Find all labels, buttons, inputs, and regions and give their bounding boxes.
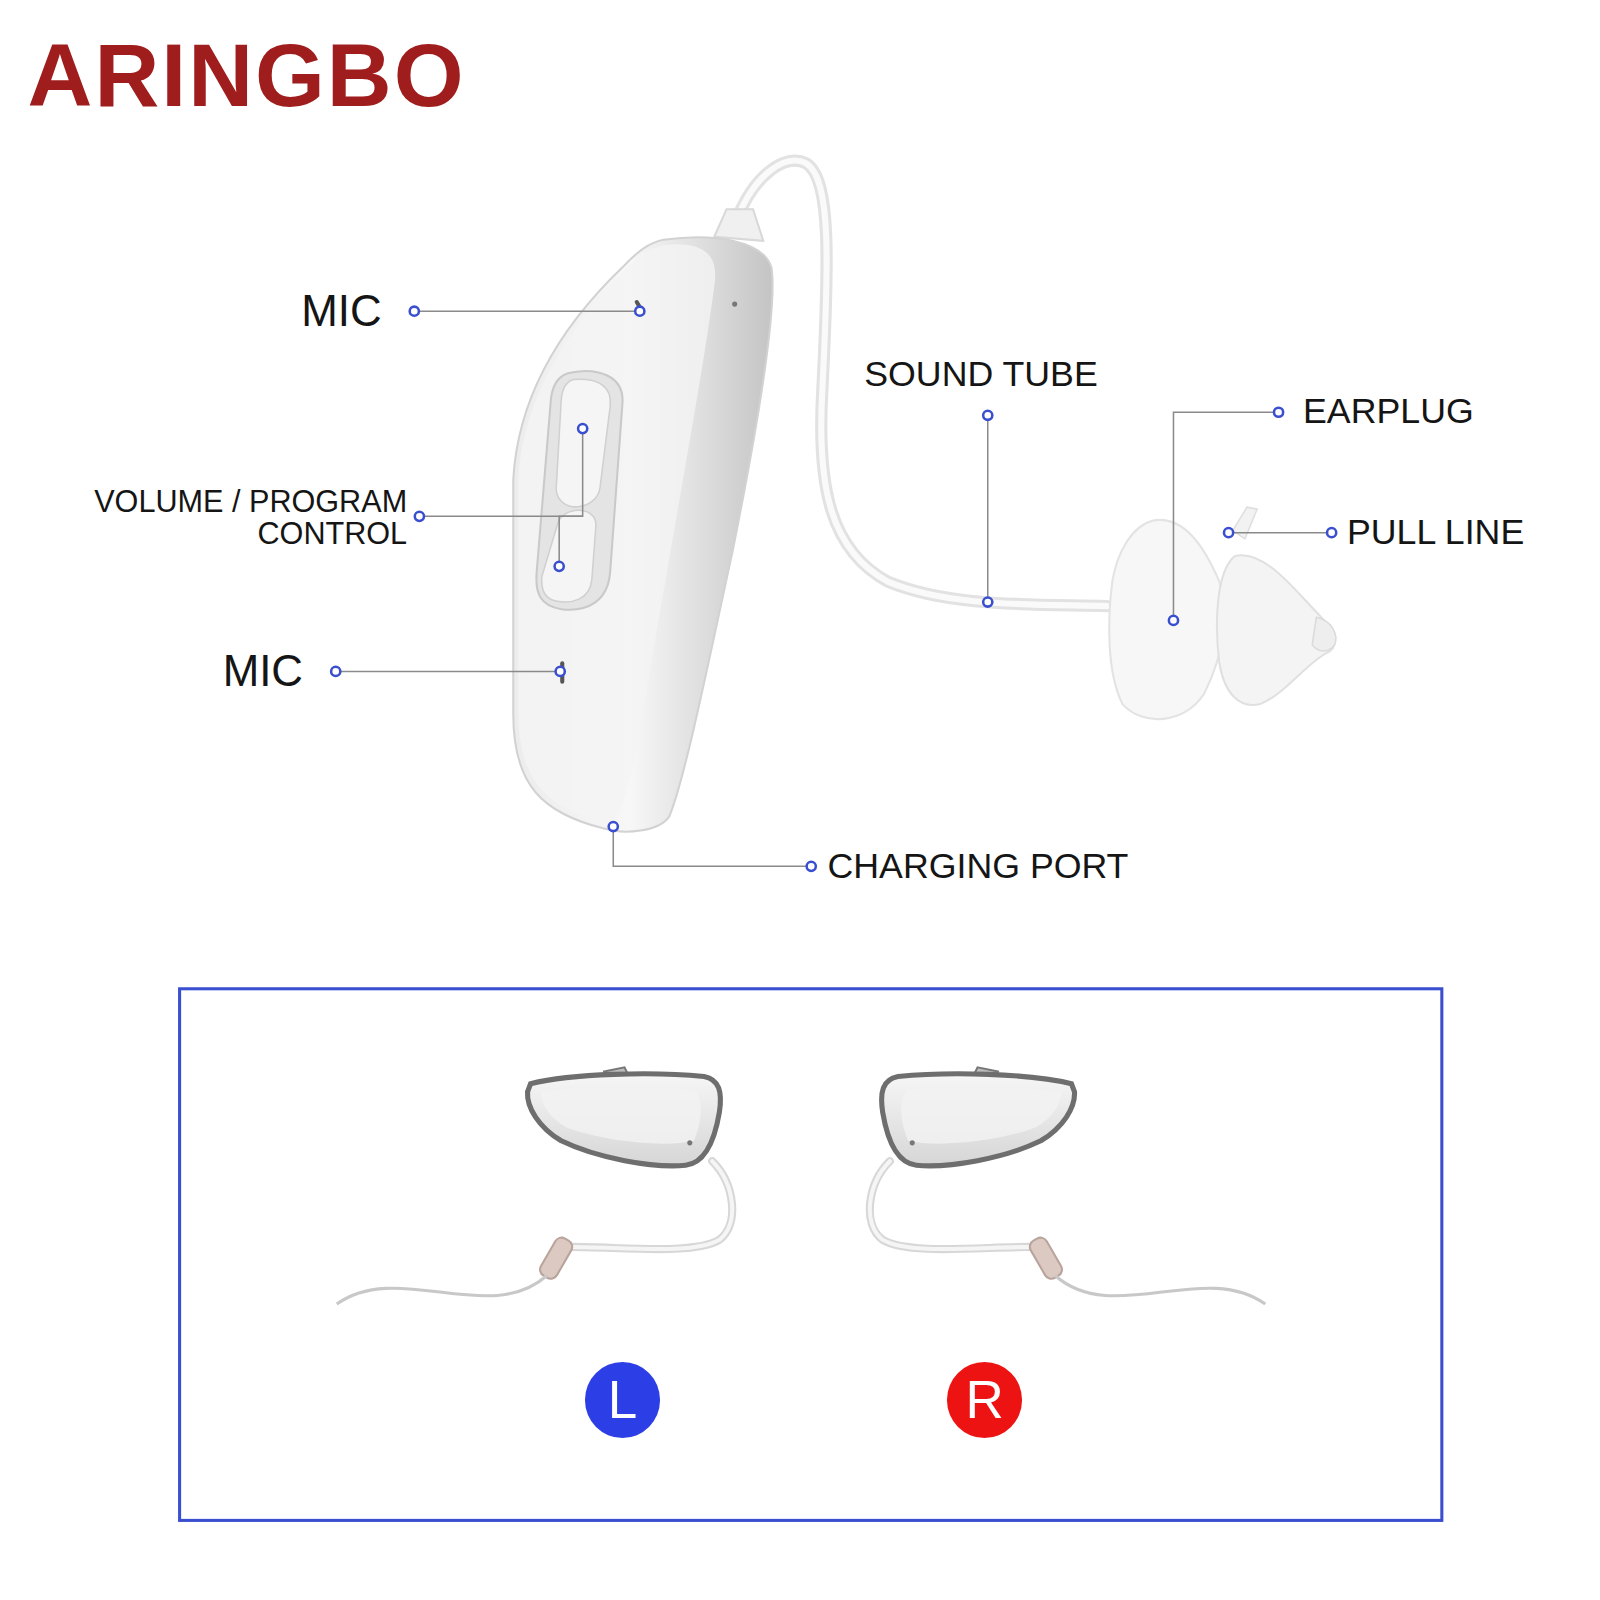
marker-letter: L [608, 1373, 638, 1426]
left-marker-circle: L [585, 1362, 661, 1438]
leader-lines [341, 311, 1327, 866]
small-hearing-aid [337, 1067, 732, 1304]
part-label: EARPLUG [1303, 393, 1474, 431]
part-label: SOUND TUBE [864, 356, 1097, 394]
leader-dots [331, 307, 1336, 871]
volume-program-button [536, 371, 622, 610]
earplug [1109, 507, 1336, 719]
part-label: MIC [223, 648, 303, 694]
part-label: VOLUME / PROGRAM CONTROL [55, 485, 407, 549]
part-label: PULL LINE [1347, 514, 1524, 552]
sound-tube [737, 161, 1107, 606]
right-marker-circle: R [947, 1362, 1023, 1438]
marker-letter: R [966, 1373, 1004, 1426]
pair-frame [180, 989, 1442, 1521]
part-label: CHARGING PORT [828, 848, 1129, 886]
small-hearing-aid-right [870, 1067, 1265, 1304]
part-label: MIC [301, 288, 381, 334]
hearing-aid-body [513, 237, 772, 831]
brand-title: ARINGBO [28, 31, 466, 121]
tube-connector [714, 209, 763, 241]
